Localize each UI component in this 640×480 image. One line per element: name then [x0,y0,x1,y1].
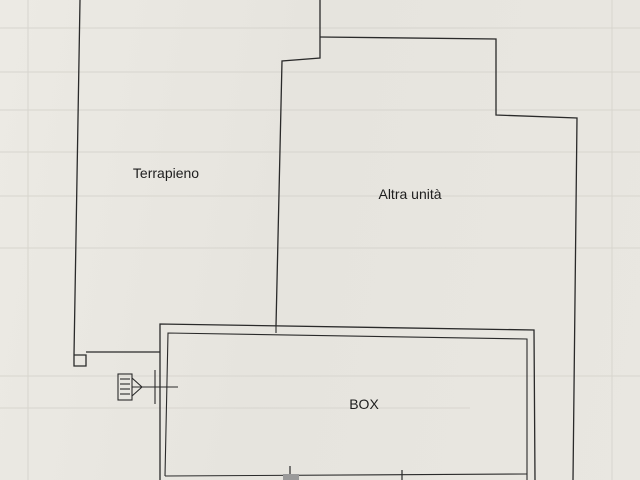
altra-unita-outline [319,36,578,480]
box-outer-wall [159,323,536,480]
door-mark-block [283,474,299,480]
compass-icon [117,370,178,404]
room-label-terrapieno: Terrapieno [132,165,200,181]
terrapieno-outline [73,0,87,367]
box-inner-wall [164,332,528,480]
terrapieno-divider [275,0,321,327]
box-bottom-wall [164,473,528,477]
room-label-box: BOX [349,396,379,412]
room-label-altra-unita: Altra unità [378,186,442,202]
